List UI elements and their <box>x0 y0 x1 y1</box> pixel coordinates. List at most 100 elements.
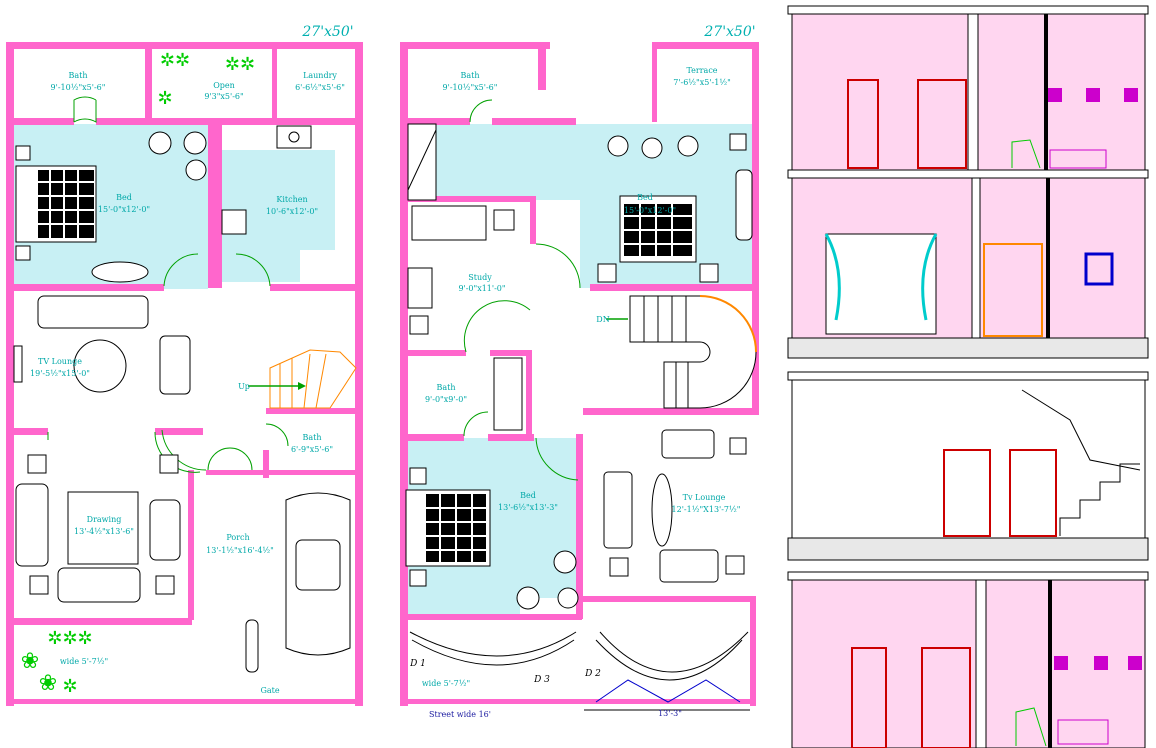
side-table <box>409 315 429 335</box>
door-swing <box>163 253 199 287</box>
room-name: TV Lounge <box>38 357 82 366</box>
wall <box>14 118 74 125</box>
svg-text:✲✲: ✲✲ <box>225 54 255 75</box>
wall <box>576 596 756 602</box>
slab <box>787 571 1149 581</box>
lawn-plants: ✲✲✲ ❀ ❀ ✲ <box>21 628 93 697</box>
sofa <box>1049 149 1107 169</box>
room-name: Porch <box>226 533 249 542</box>
sofa <box>1057 719 1109 745</box>
wall <box>576 434 583 619</box>
side-table <box>27 454 47 474</box>
room-dim: 15'-0"x12'-0" <box>624 206 676 215</box>
section-wall <box>975 577 987 748</box>
grill <box>595 679 741 703</box>
wall <box>583 408 759 415</box>
side-table <box>729 437 747 455</box>
wall <box>406 350 466 356</box>
door-tag: D 3 <box>533 675 550 685</box>
slab <box>787 5 1149 15</box>
sofa <box>37 295 149 329</box>
slab <box>787 169 1149 179</box>
room-name: Bath <box>460 71 479 80</box>
wall <box>145 46 152 120</box>
svg-text:❀: ❀ <box>39 671 57 696</box>
room-name: Terrace <box>686 66 717 75</box>
side-table <box>15 245 31 261</box>
room-name: Kitchen <box>276 195 307 204</box>
chair <box>677 135 699 157</box>
study-desk <box>411 205 487 241</box>
room-name: Open <box>213 81 235 90</box>
plot-size-label: 27'x50' <box>703 24 755 40</box>
wall <box>263 450 269 478</box>
wall <box>590 284 755 291</box>
gate-label: Gate <box>260 686 279 695</box>
door-swing <box>535 243 581 289</box>
stair-rail <box>699 295 757 353</box>
side-table <box>609 557 629 577</box>
room-name: Drawing <box>87 515 122 524</box>
mirror <box>1084 252 1114 286</box>
sofa <box>159 335 191 395</box>
side-table <box>409 569 427 587</box>
fridge <box>221 209 247 235</box>
side-table <box>29 575 49 595</box>
frame-icon <box>1094 656 1108 670</box>
wall <box>530 196 536 244</box>
up-arrow-head <box>298 382 306 390</box>
room-dim: 12'-1½"X13'-7½" <box>672 505 741 514</box>
door-swing <box>265 423 289 447</box>
room-dim: 9'-10½"x5'-6" <box>443 83 498 92</box>
carpet <box>67 491 139 565</box>
room-dim: 6'-6½"x5'-6" <box>295 83 345 92</box>
curtain <box>824 233 938 321</box>
side-table <box>409 467 427 485</box>
cabinet <box>407 267 433 309</box>
chair <box>185 159 207 181</box>
lawn-label: wide 5'-7½" <box>60 657 108 666</box>
room-name: Bath <box>302 433 321 442</box>
side-table <box>597 263 617 283</box>
wall <box>406 118 470 125</box>
dn-label: DN <box>596 315 609 324</box>
section-wall <box>1046 178 1050 338</box>
stove <box>276 125 312 149</box>
sections <box>787 5 1149 748</box>
kitchen-floor <box>222 150 335 282</box>
bench <box>91 261 149 283</box>
svg-text:✲✲✲: ✲✲✲ <box>47 628 92 649</box>
balcony-curve <box>595 639 743 681</box>
sofa <box>57 567 141 603</box>
chair <box>607 135 629 157</box>
frame-icon <box>1086 88 1100 102</box>
door <box>1009 449 1057 537</box>
motorbike <box>245 619 259 673</box>
frame-icon <box>1054 656 1068 670</box>
wall <box>188 470 194 620</box>
balcony-curve <box>409 631 577 657</box>
cabinet-diag <box>407 129 437 191</box>
wall <box>155 428 203 435</box>
wall <box>526 350 532 440</box>
frame-icon <box>1124 88 1138 102</box>
coffee-table <box>651 473 673 547</box>
staircase <box>269 349 357 409</box>
room-dim: 13'-6½"x13'-3" <box>498 503 558 512</box>
stair <box>1021 389 1141 471</box>
street-label: Street wide 16' <box>429 710 491 719</box>
door-swing <box>463 300 531 353</box>
door <box>917 79 967 169</box>
balcony-curve <box>599 631 749 673</box>
wall <box>6 699 363 704</box>
up-label: Up <box>238 382 250 391</box>
dress-cabinet <box>407 123 437 201</box>
wall <box>355 42 363 706</box>
chair <box>557 587 579 609</box>
plants: ✲✲ ✲✲ ✲ <box>157 50 255 109</box>
sofa <box>659 549 719 583</box>
balcony-curve <box>411 639 575 666</box>
frame-icon <box>1128 656 1142 670</box>
section-bottom <box>791 577 1146 748</box>
